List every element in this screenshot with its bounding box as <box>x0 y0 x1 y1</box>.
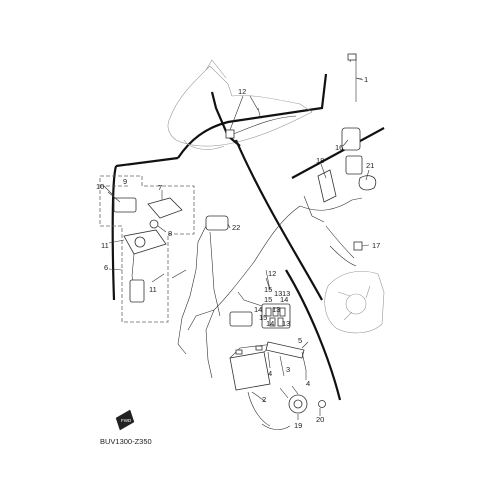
callout-14a: 14 <box>280 295 288 304</box>
part-21-clip <box>358 175 377 191</box>
ignition-assembly-box <box>99 175 195 323</box>
callout-6: 6 <box>104 263 108 272</box>
callout-22: 22 <box>232 223 240 232</box>
battery-lead <box>247 391 271 427</box>
harness-branch-rear <box>227 115 297 137</box>
part-18-connector <box>317 169 337 203</box>
diagram-code: BUV1300-Z350 <box>100 437 152 446</box>
windshield <box>205 59 227 79</box>
divider-top-left <box>115 156 179 168</box>
callout-13d: 13 <box>282 319 290 328</box>
callout-12-top: 12 <box>238 87 246 96</box>
battery-area <box>229 341 307 430</box>
callout-15b: 15 <box>264 295 272 304</box>
fuse-1 <box>265 307 272 317</box>
dashed-outline <box>99 175 195 323</box>
part-20-bolt <box>318 400 326 408</box>
lead-wire <box>349 53 357 102</box>
part-17-sensor <box>329 241 363 267</box>
callout-10: 10 <box>96 182 104 191</box>
branch-wire-connector <box>303 195 325 223</box>
harness-left-run <box>177 225 207 355</box>
part-7-key-set <box>147 197 183 219</box>
part-16-relay <box>341 127 361 151</box>
branch-wire-down <box>325 225 355 259</box>
callout-13c: 13 <box>272 305 280 314</box>
callout-2: 2 <box>262 395 266 404</box>
section-dividers <box>111 73 385 401</box>
callout-11a: 11 <box>101 241 109 250</box>
divider-top <box>177 73 328 159</box>
divider-bottom-right <box>285 269 342 401</box>
regulator <box>229 311 253 327</box>
callout-21: 21 <box>366 161 374 170</box>
callout-12-fuse: 12 <box>268 269 276 278</box>
harness-center-run <box>209 231 221 317</box>
vehicle-body-outline <box>167 59 313 150</box>
part-8-cylinder <box>149 219 159 229</box>
battery <box>229 351 271 391</box>
divider-center <box>234 139 323 301</box>
harness-trunk <box>210 91 241 147</box>
horn-area <box>279 385 326 414</box>
leader-lines <box>103 77 370 420</box>
callout-9: 9 <box>123 177 127 186</box>
right-upper-parts <box>299 127 377 259</box>
callout-3: 3 <box>286 365 290 374</box>
lead-connector <box>347 53 357 61</box>
callout-14c: 14 <box>266 319 274 328</box>
callout-11b: 11 <box>149 285 157 294</box>
callout-13a: 13 <box>274 289 282 298</box>
fuse-4 <box>269 317 276 327</box>
callout-1: 1 <box>364 75 368 84</box>
divider-left-curve <box>111 165 118 301</box>
callout-14b: 14 <box>254 305 262 314</box>
engine-hub <box>345 293 367 315</box>
callout-13b: 13 <box>282 289 290 298</box>
callout-20: 20 <box>316 415 324 424</box>
part-6-switch-plug <box>129 279 145 303</box>
fuse-5 <box>277 317 284 327</box>
harness-left <box>171 215 229 355</box>
fuse-block <box>261 269 291 329</box>
callout-8: 8 <box>168 229 172 238</box>
part-22-coupler <box>205 215 229 231</box>
part-16-socket <box>345 155 363 175</box>
harness-junction <box>225 129 235 139</box>
callout-15c: 15 <box>259 313 267 322</box>
engine-case <box>324 271 385 334</box>
fuse-3 <box>279 307 286 317</box>
engine-outline <box>324 271 385 334</box>
fwd-badge: FWD <box>115 409 135 431</box>
callout-15a: 15 <box>264 285 272 294</box>
fwd-badge-text: FWD <box>121 418 132 423</box>
harness-main-run <box>205 205 301 361</box>
engine-ribs <box>337 285 371 321</box>
callout-5: 5 <box>298 336 302 345</box>
fuse-2 <box>272 307 279 317</box>
branch-wire-right <box>299 197 363 211</box>
sensor-body <box>353 241 363 251</box>
callout-16: 16 <box>335 143 343 152</box>
callout-4b: 4 <box>306 379 310 388</box>
harness-tab <box>257 107 261 117</box>
scooter-body <box>167 65 313 147</box>
callout-7: 7 <box>158 183 162 192</box>
callout-19: 19 <box>294 421 302 430</box>
sensor-wire <box>329 245 357 267</box>
callout-4a: 4 <box>268 369 272 378</box>
harness-center <box>187 205 301 379</box>
floorboard <box>183 139 225 150</box>
divider-right <box>291 127 385 179</box>
callout-18: 18 <box>316 156 324 165</box>
callout-labels: 1 2 3 4 4 5 6 7 8 9 10 11 11 12 12 13 13… <box>96 75 380 430</box>
part-5-band <box>265 341 305 359</box>
part-1-lead <box>347 53 363 102</box>
callout-17: 17 <box>372 241 380 250</box>
